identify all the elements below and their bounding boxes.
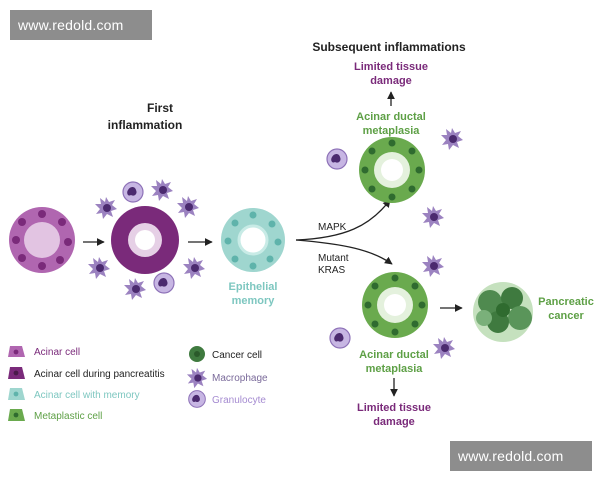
legend-metaplastic-icon [8, 409, 25, 421]
legend-acinar-label: Acinar cell [34, 347, 80, 358]
first-heading-line1: First [147, 101, 173, 115]
pancreatic-cancer-line2: cancer [548, 310, 584, 322]
first-heading-line2: inflammation [108, 118, 183, 132]
legend-metaplastic-label: Metaplastic cell [34, 411, 102, 422]
pancreatic-cancer-line1: Pancreatic [538, 296, 594, 308]
legend-acinar-icon [8, 346, 25, 357]
legend: Acinar cell Acinar cell during pancreati… [8, 346, 268, 422]
legend-macrophage-icon [186, 367, 208, 389]
mutant-kras-label-line2: KRAS [318, 265, 346, 276]
metaplasia-cluster-top [359, 137, 425, 203]
adm-bottom-line1: Acinar ductal [359, 349, 429, 361]
watermark-bottom: www.redold.com [450, 441, 592, 471]
legend-macrophage-label: Macrophage [212, 373, 268, 384]
legend-cancer-label: Cancer cell [212, 350, 262, 361]
legend-memory-label: Acinar cell with memory [34, 390, 140, 401]
arrow-to-bottom-metaplasia [295, 239, 393, 265]
legend-memory-icon [8, 388, 25, 400]
limited-damage-bottom-line2: damage [373, 416, 415, 428]
mapk-label: MAPK [318, 222, 347, 233]
adm-top-line1: Acinar ductal [356, 111, 426, 123]
watermark-top: www.redold.com [10, 10, 152, 40]
subsequent-heading: Subsequent inflammations [312, 40, 466, 54]
epithelial-memory-label-line2: memory [232, 295, 276, 307]
limited-damage-bottom-line1: Limited tissue [357, 402, 431, 414]
mutant-kras-label-line1: Mutant [318, 253, 349, 264]
adm-top-line2: metaplasia [363, 125, 421, 137]
legend-pancreatitis-icon [8, 367, 25, 379]
pancreatitis-cluster [111, 206, 179, 274]
legend-pancreatitis-label: Acinar cell during pancreatitis [34, 369, 165, 380]
memory-cluster [221, 208, 285, 272]
arrow-to-top-metaplasia [295, 199, 391, 241]
legend-granulocyte-icon [188, 390, 206, 408]
cancer-cluster [473, 282, 533, 342]
adm-bottom-line2: metaplasia [366, 363, 424, 375]
metaplasia-cluster-bottom [362, 272, 428, 338]
acinar-cluster [9, 207, 75, 273]
legend-cancer-icon [189, 346, 205, 362]
legend-granulocyte-label: Granulocyte [212, 395, 266, 406]
limited-damage-top-line2: damage [370, 75, 412, 87]
epithelial-memory-label-line1: Epithelial [229, 281, 278, 293]
limited-damage-top-line1: Limited tissue [354, 61, 428, 73]
